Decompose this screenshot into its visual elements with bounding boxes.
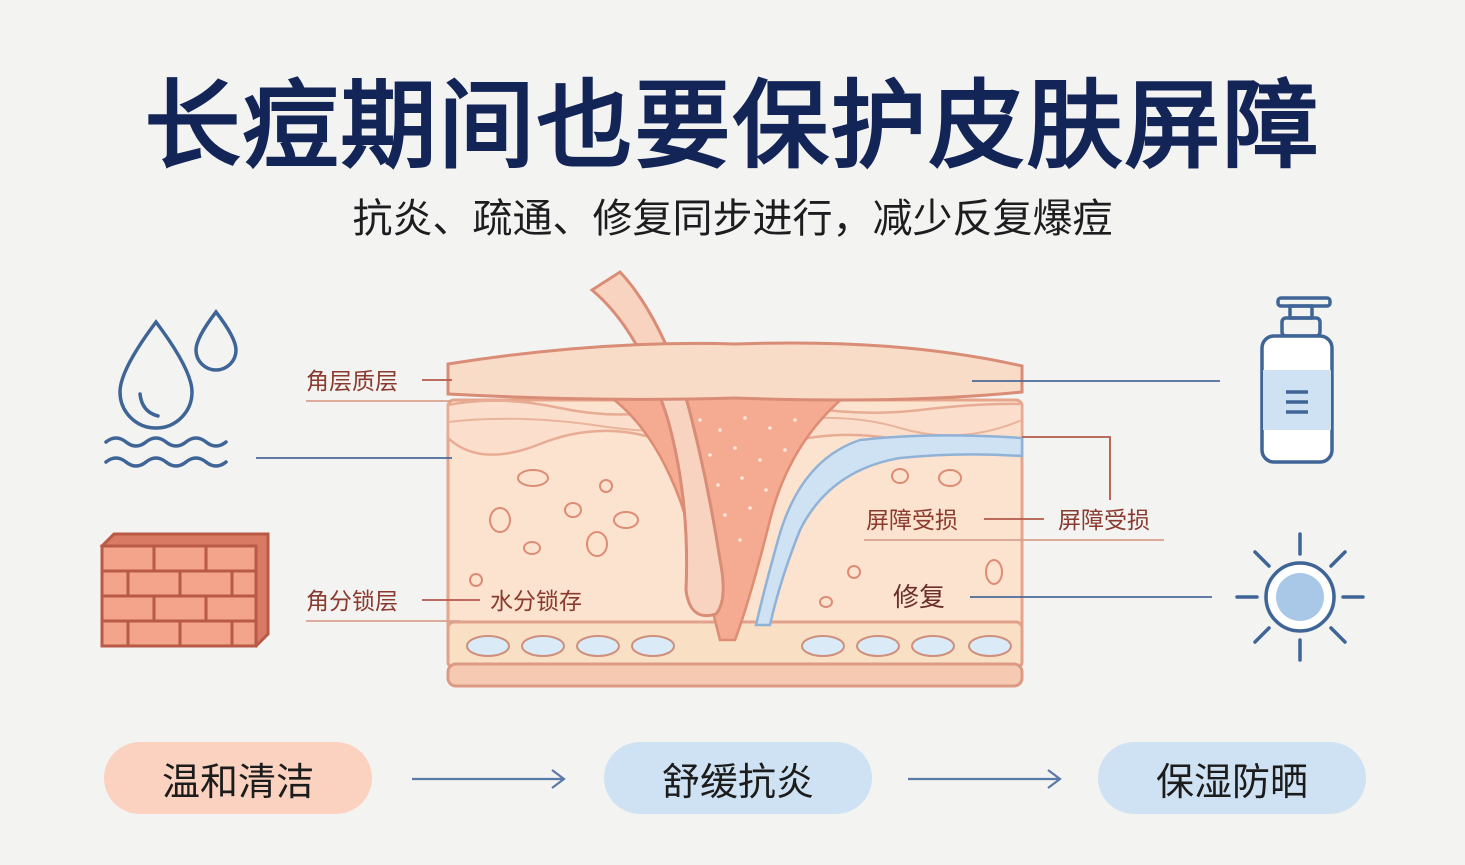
page-subtitle: 抗炎、疏通、修复同步进行，减少反复爆痘 — [352, 196, 1113, 242]
fat-cells — [466, 635, 1012, 657]
step-soothe: 舒缓抗炎 — [604, 742, 872, 814]
brick-wall-icon — [99, 532, 270, 648]
label-stratum-corneum: 角层质层 — [306, 369, 398, 395]
label-barrier-damaged-outer: 屏障受损 — [1058, 508, 1150, 534]
label-repair: 修复 — [893, 583, 945, 613]
arrow-right-icon — [908, 769, 1062, 789]
label-lock-layer: 角分锁层 — [306, 589, 398, 615]
step-moisturize-sunscreen: 保湿防晒 — [1098, 742, 1366, 814]
step-gentle-cleanse: 温和清洁 — [104, 742, 372, 814]
leader-lines — [256, 379, 1220, 622]
base-layer — [446, 662, 1024, 688]
page-title: 长痘期间也要保护皮肤屏障 — [144, 70, 1321, 182]
label-water-lock: 水分锁存 — [490, 589, 582, 615]
sun-icon — [1235, 532, 1365, 662]
pore-dots — [698, 416, 797, 542]
skin-cross-section — [446, 270, 1024, 688]
label-barrier-damaged-inner: 屏障受损 — [866, 508, 958, 534]
dermis-cells — [469, 468, 1003, 608]
repair-channel — [754, 434, 1024, 627]
water-drops-icon — [104, 309, 238, 468]
stratum-corneum-plate — [446, 341, 1024, 402]
arrow-right-icon — [412, 769, 566, 789]
pump-bottle-icon — [1260, 296, 1334, 464]
